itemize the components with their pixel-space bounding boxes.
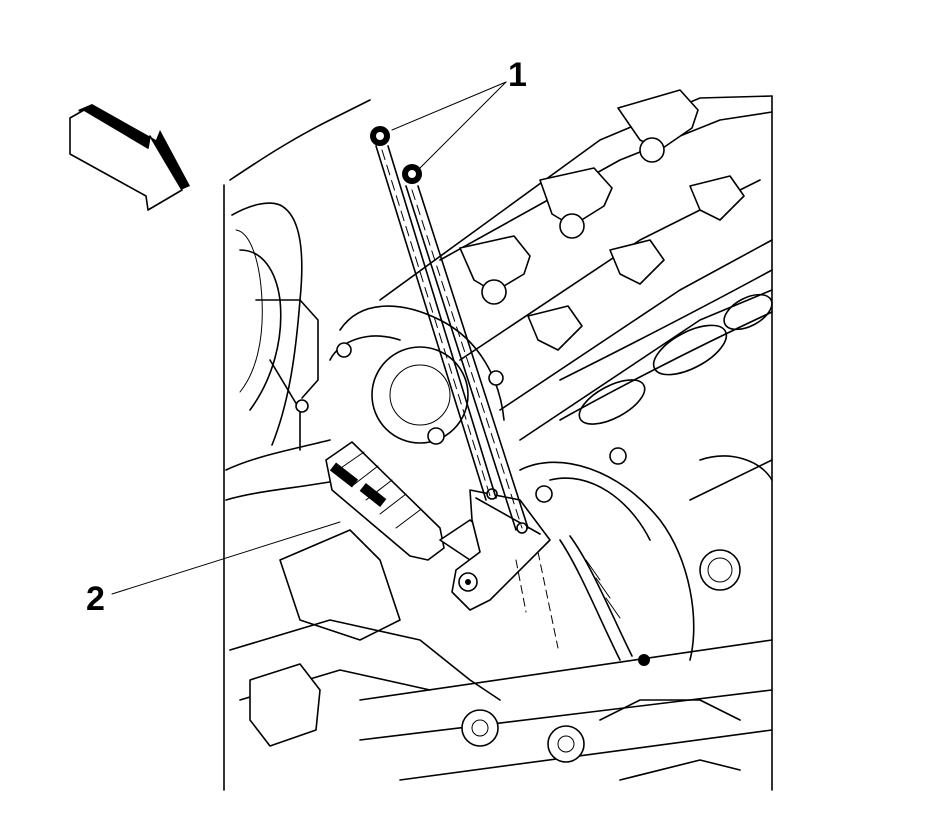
callout-2: 2 — [86, 580, 105, 618]
engine-drawing — [223, 89, 773, 791]
callout-leaders — [111, 81, 507, 595]
view-direction-arrow-icon — [69, 104, 190, 211]
bolts — [370, 126, 559, 649]
callout-1: 1 — [508, 56, 527, 94]
ignition-coils — [459, 89, 745, 351]
